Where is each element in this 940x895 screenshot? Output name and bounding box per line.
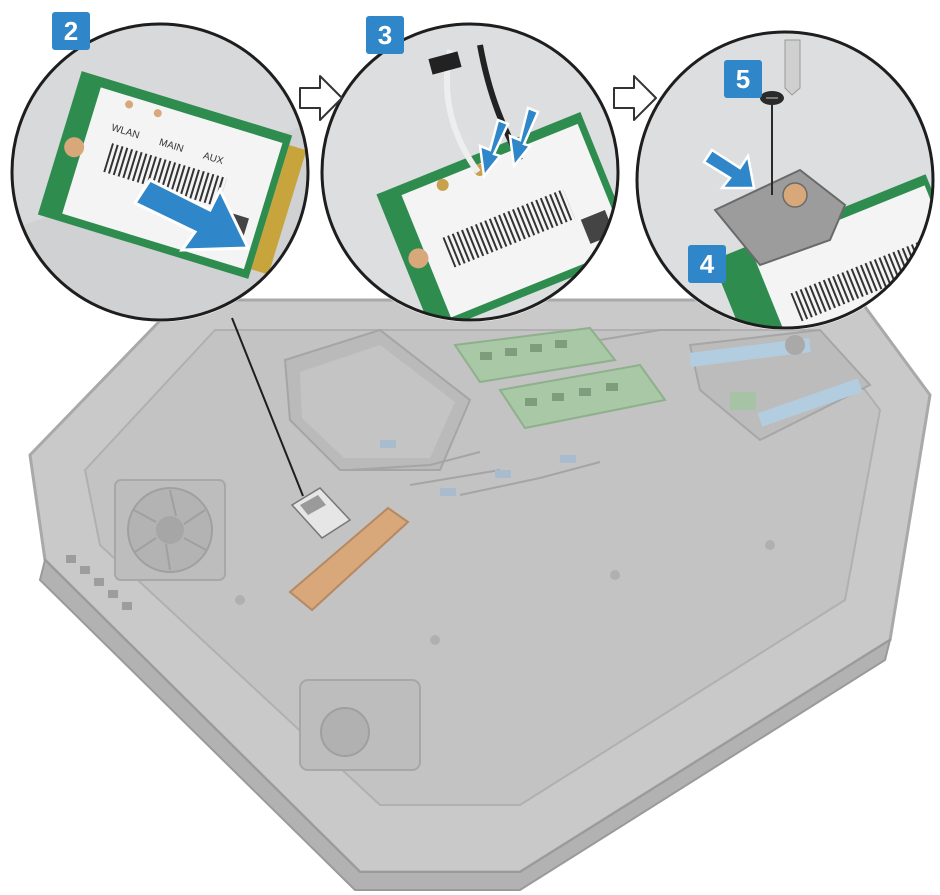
step-number: 4	[699, 248, 715, 279]
battery-area	[688, 328, 872, 442]
push-arrow-icon	[508, 106, 540, 170]
internal-cables	[349, 329, 720, 496]
hdd-bay	[283, 328, 472, 471]
memory-modules	[453, 326, 667, 430]
screw-holes	[235, 540, 775, 645]
step-number: 2	[63, 15, 79, 46]
laptop-front-edge	[38, 558, 892, 891]
screw-icon	[760, 91, 784, 195]
step-number: 3	[377, 19, 393, 50]
speaker	[299, 679, 421, 771]
push-arrow-icon	[132, 178, 251, 252]
step-badge-2: 2	[52, 12, 90, 50]
step-badge-5: 5	[724, 60, 762, 98]
step-number: 5	[735, 63, 751, 94]
ssd-module	[288, 506, 410, 612]
right-arrow-outline-icon	[299, 75, 343, 121]
right-arrow-outline-icon	[613, 75, 657, 121]
laptop-base	[28, 298, 932, 891]
callout-step-3	[320, 22, 620, 322]
callout-step-2: WLAN MAIN AUX	[10, 22, 310, 322]
small-connectors	[380, 440, 576, 496]
push-arrow-icon	[478, 118, 510, 180]
wlan-bracket	[713, 168, 847, 267]
screwdriver	[784, 39, 801, 96]
wlan-card-closeup-2	[376, 112, 618, 320]
cooling-fan	[114, 479, 226, 581]
wlan-card-closeup-3	[712, 174, 933, 328]
step-badge-4: 4	[688, 245, 726, 283]
push-arrow-icon	[702, 148, 756, 190]
callout-leader-line	[231, 317, 304, 497]
side-ports	[66, 555, 132, 610]
step-badge-3: 3	[366, 16, 404, 54]
wlan-card-installed	[290, 487, 352, 539]
